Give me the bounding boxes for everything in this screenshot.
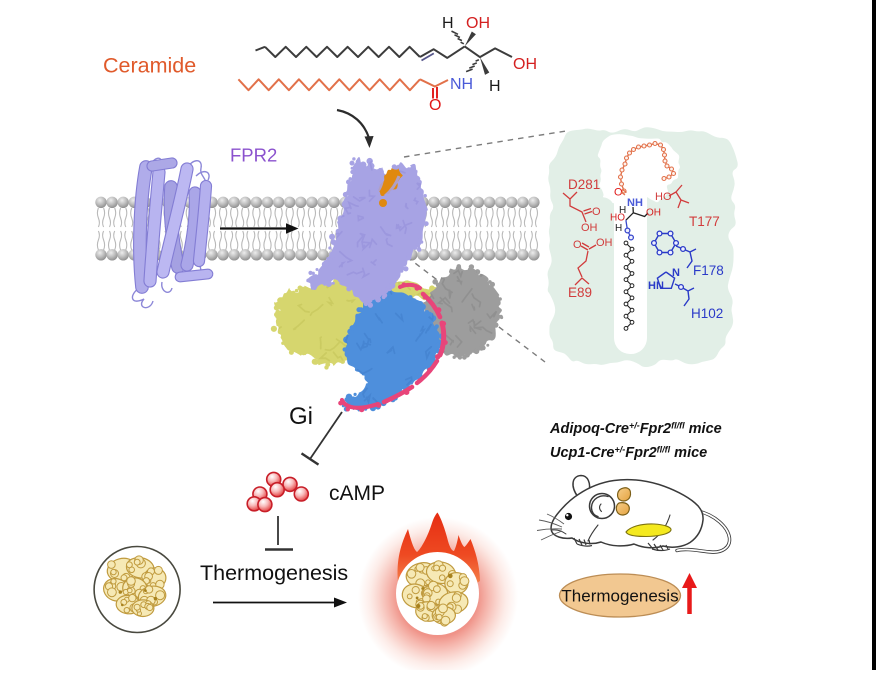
svg-text:Thermogenesis: Thermogenesis [561, 587, 678, 606]
svg-text:NH: NH [450, 76, 473, 93]
svg-text:H: H [615, 223, 622, 234]
svg-text:OH: OH [596, 237, 613, 249]
svg-text:Ucp1-Cre+/-Fpr2fl/fl mice: Ucp1-Cre+/-Fpr2fl/fl mice [550, 445, 707, 462]
svg-text:OH: OH [466, 15, 490, 32]
svg-text:H102: H102 [691, 306, 723, 321]
svg-text:OH: OH [513, 56, 537, 73]
svg-text:O: O [614, 187, 623, 199]
svg-text:HO: HO [610, 213, 625, 224]
svg-text:H: H [489, 78, 501, 95]
svg-text:HN: HN [648, 280, 664, 292]
svg-text:F178: F178 [693, 263, 724, 278]
svg-text:N: N [672, 267, 680, 279]
svg-text:FPR2: FPR2 [230, 145, 277, 166]
svg-text:Gi: Gi [289, 403, 313, 430]
svg-text:OH: OH [581, 222, 598, 234]
svg-text:HO: HO [655, 191, 672, 203]
svg-text:cAMP: cAMP [329, 482, 385, 505]
svg-text:O: O [573, 239, 582, 251]
svg-text:H: H [619, 205, 626, 216]
svg-text:O: O [592, 206, 601, 218]
svg-text:H: H [442, 15, 454, 32]
svg-text:Ceramide: Ceramide [103, 54, 196, 78]
svg-text:O: O [429, 97, 441, 114]
svg-text:NH: NH [627, 197, 643, 209]
svg-text:Thermogenesis: Thermogenesis [200, 561, 348, 585]
svg-text:E89: E89 [568, 285, 592, 300]
svg-text:T177: T177 [689, 214, 720, 229]
svg-text:D281: D281 [568, 177, 600, 192]
svg-text:OH: OH [646, 208, 661, 219]
